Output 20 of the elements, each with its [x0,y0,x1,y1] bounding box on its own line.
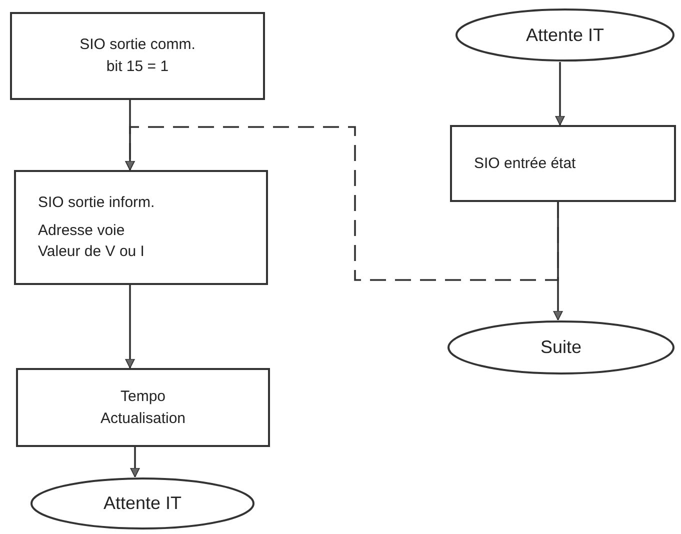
process-box [14,170,268,285]
node-text: Attente IT [103,492,182,516]
node-text: SIO sortie comm. bit 15 = 1 [78,35,196,77]
process-box [16,368,270,447]
node-text: Valeur de V ou I [38,242,144,262]
process-box [10,12,265,100]
node-text: SIO sortie inform. [38,192,155,213]
arrow [555,62,565,126]
node-text: Suite [540,336,582,360]
node-text: SIO entrée état [474,154,576,174]
arrow [130,447,140,478]
arrow [125,285,135,368]
node-text: Attente IT [526,24,604,47]
node-text: Adresse voie [38,220,125,241]
terminal-ellipse [447,320,675,375]
node-text: Tempo Actualisation [99,386,187,428]
dashed-arrow [125,126,559,281]
terminal-ellipse [455,8,675,62]
process-box [450,125,676,202]
terminal-ellipse [30,477,255,530]
